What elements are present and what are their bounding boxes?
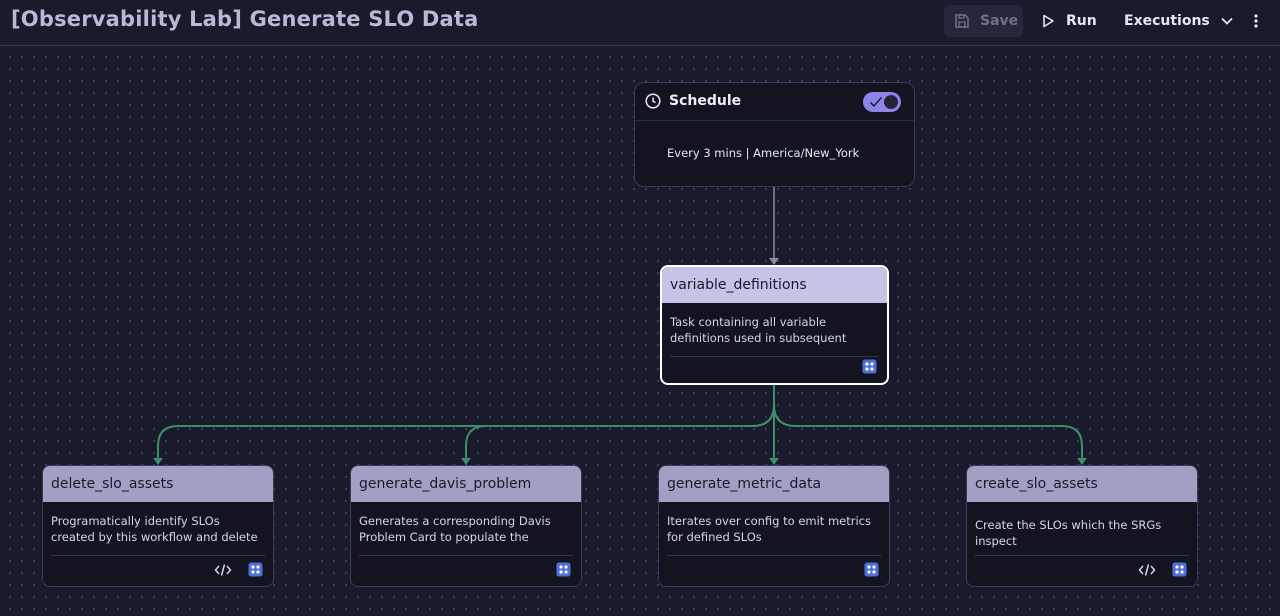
- app-action-icon: [248, 562, 263, 577]
- more-options-button[interactable]: [1246, 5, 1266, 37]
- app-action-icon: [864, 562, 879, 577]
- task-divider: [975, 555, 1189, 556]
- run-label: Run: [1066, 13, 1097, 29]
- schedule-header: Schedule: [645, 93, 741, 109]
- workflow-header: [Observability Lab] Generate SLO Data Sa…: [0, 0, 1280, 46]
- app-action-icon: [556, 562, 571, 577]
- chevron-down-icon: [1221, 17, 1233, 25]
- task-node-delete-slo-assets[interactable]: delete_slo_assets Programatically identi…: [42, 465, 274, 587]
- task-name: generate_metric_data: [659, 466, 889, 502]
- toggle-knob: [884, 95, 898, 109]
- task-divider: [667, 555, 881, 556]
- schedule-info: Every 3 mins | America/New_York: [667, 146, 860, 160]
- app-action-icon: [862, 359, 877, 374]
- checkmark-icon: [869, 96, 883, 108]
- schedule-title: Schedule: [669, 93, 742, 109]
- run-button[interactable]: Run: [1040, 5, 1097, 37]
- task-description: Iterates over config to emit metrics for…: [667, 514, 871, 544]
- play-icon: [1043, 14, 1054, 28]
- schedule-enabled-toggle[interactable]: [863, 92, 901, 112]
- trigger-edge: [769, 187, 779, 265]
- task-description: Task containing all variable definitions…: [670, 315, 847, 345]
- save-label: Save: [980, 13, 1019, 29]
- task-description: Generates a corresponding Davis Problem …: [359, 514, 551, 544]
- edge-arrowheads: [153, 458, 1087, 465]
- schedule-divider: [635, 120, 914, 121]
- executions-label: Executions: [1124, 13, 1210, 29]
- task-divider: [51, 555, 265, 556]
- executions-dropdown[interactable]: Executions: [1124, 5, 1234, 37]
- task-name: create_slo_assets: [967, 466, 1197, 502]
- app-action-icon: [1172, 562, 1187, 577]
- schedule-trigger-node[interactable]: Schedule Every 3 mins | America/New_York: [634, 82, 915, 187]
- save-button[interactable]: Save: [944, 5, 1023, 37]
- task-divider: [670, 356, 879, 357]
- task-name: delete_slo_assets: [43, 466, 273, 502]
- task-node-create-slo-assets[interactable]: create_slo_assets Create the SLOs which …: [966, 465, 1198, 587]
- task-name: variable_definitions: [662, 267, 887, 303]
- task-description: Create the SLOs which the SRGs inspect: [975, 518, 1162, 548]
- save-icon: [955, 14, 969, 28]
- clock-icon: [645, 93, 661, 109]
- task-divider: [359, 555, 573, 556]
- task-description: Programatically identify SLOs created by…: [51, 514, 258, 544]
- task-node-generate-metric-data[interactable]: generate_metric_data Iterates over confi…: [658, 465, 890, 587]
- more-vertical-icon: [1254, 14, 1258, 28]
- task-node-generate-davis-problem[interactable]: generate_davis_problem Generates a corre…: [350, 465, 582, 587]
- success-edges: [157, 385, 1083, 459]
- task-name: generate_davis_problem: [351, 466, 581, 502]
- code-icon[interactable]: [214, 563, 232, 577]
- code-icon[interactable]: [1138, 563, 1156, 577]
- task-node-variable-definitions[interactable]: variable_definitions Task containing all…: [660, 265, 889, 385]
- page-title: [Observability Lab] Generate SLO Data: [11, 7, 479, 31]
